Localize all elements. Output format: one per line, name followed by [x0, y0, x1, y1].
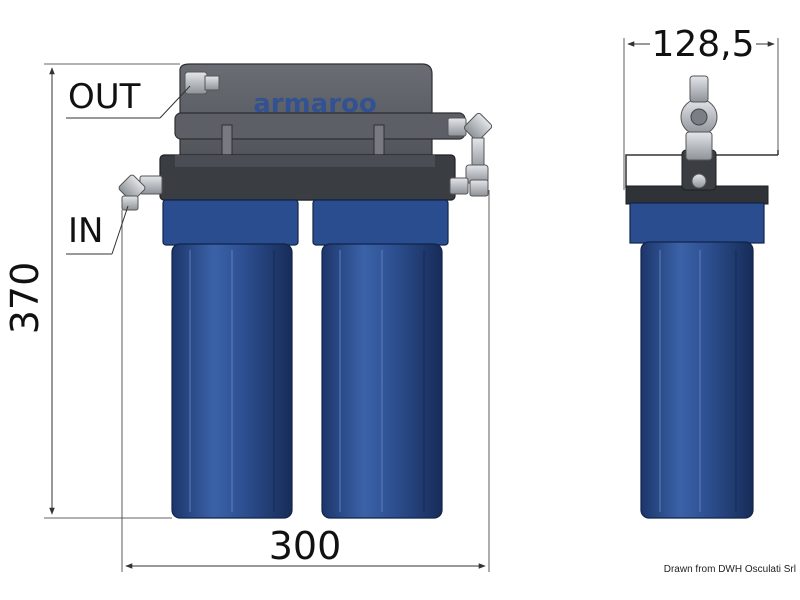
width-value: 300 [269, 524, 342, 568]
out-label: OUT [68, 77, 141, 117]
in-fitting [118, 174, 163, 211]
in-label: IN [68, 211, 103, 251]
width-dimension: 300 [121, 190, 490, 572]
out-fitting [184, 71, 220, 95]
out-callout: OUT [66, 77, 191, 119]
right-fittings [447, 112, 493, 197]
side-view: 128,5 [623, 24, 779, 519]
side-filter-housing [640, 241, 754, 519]
drawing-credit: Drawn from DWH Osculati Srl [664, 564, 796, 575]
side-top-fittings [680, 75, 718, 191]
in-callout: IN [66, 205, 129, 255]
filter-housing-right [312, 199, 449, 519]
depth-value: 128,5 [651, 24, 754, 65]
height-dimension: 370 [3, 63, 180, 519]
filter-housing-left [162, 199, 299, 519]
depth-dimension: 128,5 [623, 24, 779, 190]
height-value: 370 [3, 262, 47, 335]
top-tube [174, 112, 466, 140]
front-view: armaroo [3, 63, 493, 572]
